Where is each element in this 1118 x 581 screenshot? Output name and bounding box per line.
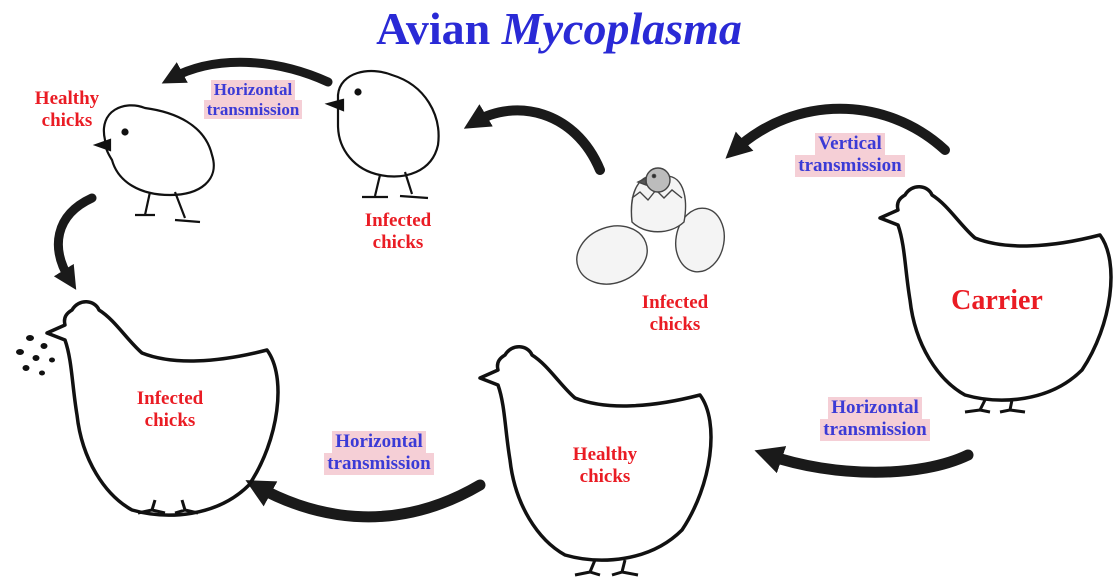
arrow-egg-to-infected-chick <box>475 110 600 170</box>
vertical-transmission-label: Vertical transmission <box>770 133 930 177</box>
arrow-healthy-hen-to-infected-hen <box>258 485 480 517</box>
healthy-chick-label: Healthy chicks <box>22 88 112 132</box>
horizontal-transmission-top-label: Horizontal transmission <box>188 80 318 119</box>
hen-healthy-chicks-label: Healthy chicks <box>550 444 660 488</box>
carrier-hen-legs <box>965 400 1025 412</box>
infected-chick-illustration <box>328 71 439 198</box>
arrow-healthy-chick-to-hen <box>58 198 92 280</box>
carrier-label: Carrier <box>927 285 1067 317</box>
egg-infected-chicks-label: Infected chicks <box>615 292 735 336</box>
healthy-chick-illustration <box>96 105 214 222</box>
eggs-illustration <box>569 168 730 294</box>
infected-hen-legs <box>138 500 198 513</box>
arrow-carrier-to-healthy-hen <box>768 455 968 472</box>
sneeze-droplets-icon <box>16 335 55 376</box>
chick-infected-chicks-label: Infected chicks <box>338 210 458 254</box>
horizontal-transmission-right-label: Horizontal transmission <box>800 397 950 441</box>
healthy-hen-legs <box>575 560 638 575</box>
horizontal-transmission-bottom-label: Horizontal transmission <box>304 431 454 475</box>
hen-infected-chicks-label: Infected chicks <box>110 388 230 432</box>
